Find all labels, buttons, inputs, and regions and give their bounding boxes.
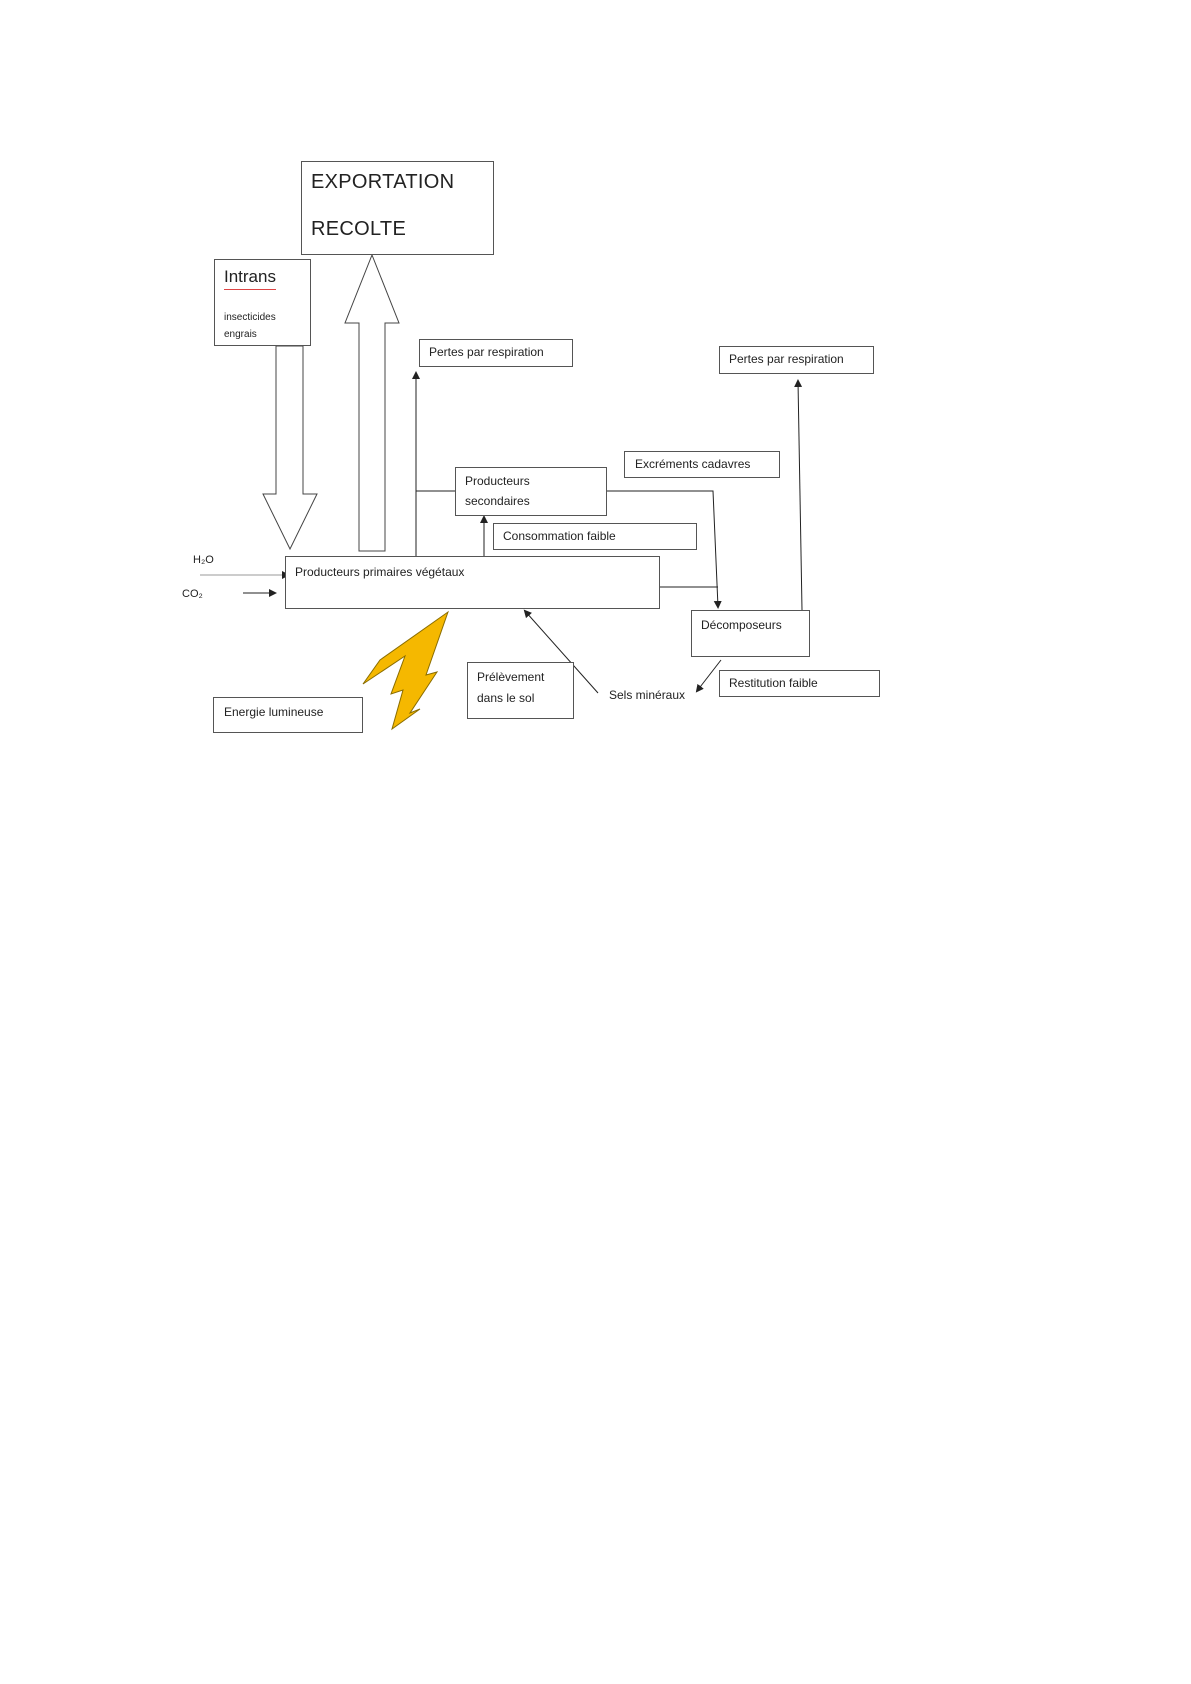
exportation-label: EXPORTATION (311, 167, 454, 198)
pertes-respiration-right-label: Pertes par respiration (729, 350, 844, 369)
producteurs-secondaires-line-2: secondaires (465, 492, 530, 511)
energie-lumineuse-label: Energie lumineuse (224, 703, 323, 722)
intrans-hollow-arrow (263, 346, 317, 549)
decomposeurs-label: Décomposeurs (701, 616, 782, 635)
consommation-faible-label: Consommation faible (503, 527, 616, 546)
sels-mineraux-label: Sels minéraux (609, 686, 685, 705)
restitution-faible-label: Restitution faible (729, 674, 818, 693)
producteurs-primaires-label: Producteurs primaires végétaux (295, 563, 464, 582)
prelevement-line-2: dans le sol (477, 689, 534, 708)
intrans-line-1: insecticides (224, 310, 276, 327)
co2-label: CO₂ (182, 585, 203, 603)
recolte-label: RECOLTE (311, 214, 406, 245)
producteurs-secondaires-line-1: Producteurs (465, 472, 530, 491)
lightning-bolt-icon (363, 612, 448, 729)
h2o-label: H₂O (193, 551, 214, 569)
pertes-respiration-left-label: Pertes par respiration (429, 343, 544, 362)
restitution-arrow (697, 660, 721, 691)
prelevement-line-1: Prélèvement (477, 668, 544, 687)
excrements-cadavres-label: Excréments cadavres (635, 455, 750, 474)
intrans-title: Intrans (224, 266, 276, 290)
respiration-right-arrow (798, 381, 802, 610)
intrans-line-2: engrais (224, 327, 257, 344)
exportation-hollow-arrow (345, 255, 399, 551)
